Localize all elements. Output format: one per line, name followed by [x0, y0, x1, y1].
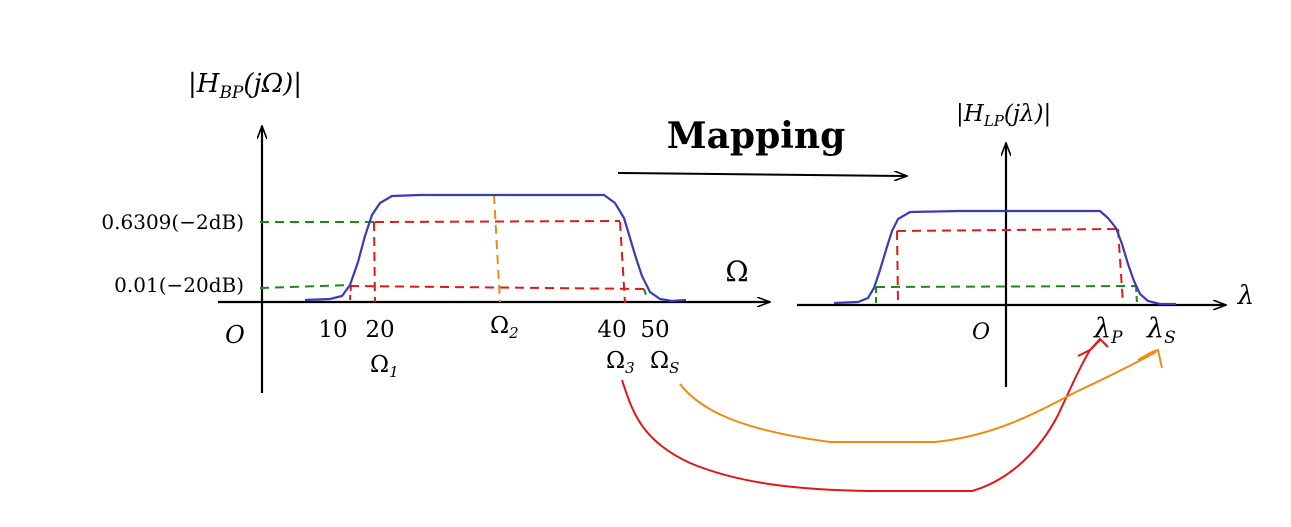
passband-level-label: 0.6309(−2dB) [101, 210, 244, 234]
bandpass-response-curve [304, 193, 687, 303]
mapping-curves [621, 337, 1163, 492]
lowpass-stopband-right-edge [1135, 285, 1138, 305]
tick-label-40: 40 [597, 317, 626, 343]
tick-label-20: 20 [365, 317, 394, 343]
bandpass-stopband-level-line [259, 284, 351, 289]
lowpass-passband-left-edge [896, 230, 899, 305]
omega2-label: Ω2 [490, 313, 519, 342]
lowpass-plot: |HLP(jλ)| λ O λP λS [797, 101, 1254, 387]
bandpass-origin-label: O [225, 321, 245, 349]
omegaS-to-lambdaS-curve [679, 351, 1157, 443]
bandpass-plot: |HBP(jΩ)| 0.6309(−2dB) 0.01(−20dB) Ω O 1… [101, 69, 770, 393]
omegaS-label: ΩS [650, 348, 679, 377]
lowpass-response-curve [833, 209, 1176, 306]
lowpass-passband-right-edge [1117, 228, 1124, 305]
lowpass-y-axis-label: |HLP(jλ)| [956, 101, 1051, 130]
lowpass-passband-level-line [896, 228, 1119, 232]
bandpass-edge-40 [619, 221, 626, 304]
lowpass-stopband-level-line [875, 285, 1137, 288]
lambdaP-arrowhead [1077, 337, 1109, 357]
bandpass-edge-10 [349, 284, 352, 301]
omega1-label: Ω1 [370, 352, 399, 381]
lambdaS-label: λS [1146, 313, 1176, 348]
omega3-to-lambdaP-curve [621, 339, 1101, 492]
lambdaP-label: λP [1093, 313, 1123, 348]
omega3-label: Ω3 [606, 348, 635, 377]
bandpass-y-axis-label: |HBP(jΩ)| [188, 69, 302, 103]
stopband-level-label: 0.01(−20dB) [114, 273, 244, 297]
mapping-arrow-group: Mapping [617, 115, 907, 176]
bandpass-x-axis-label: Ω [725, 255, 748, 288]
bandpass-center-guide [493, 194, 501, 303]
tick-label-10: 10 [318, 317, 347, 343]
lowpass-x-axis-label: λ [1237, 281, 1254, 311]
lowpass-origin-label: O [972, 320, 990, 345]
bandpass-passband-top-guide [374, 220, 621, 223]
lambdaS-arrowhead [1137, 348, 1163, 369]
bandpass-stopband-edge-line [643, 288, 648, 299]
bandpass-edge-20 [373, 221, 376, 303]
tick-label-50: 50 [640, 317, 669, 343]
mapping-arrow [617, 173, 907, 176]
bandpass-stopband-guide [349, 285, 646, 290]
mapping-label: Mapping [667, 115, 846, 157]
